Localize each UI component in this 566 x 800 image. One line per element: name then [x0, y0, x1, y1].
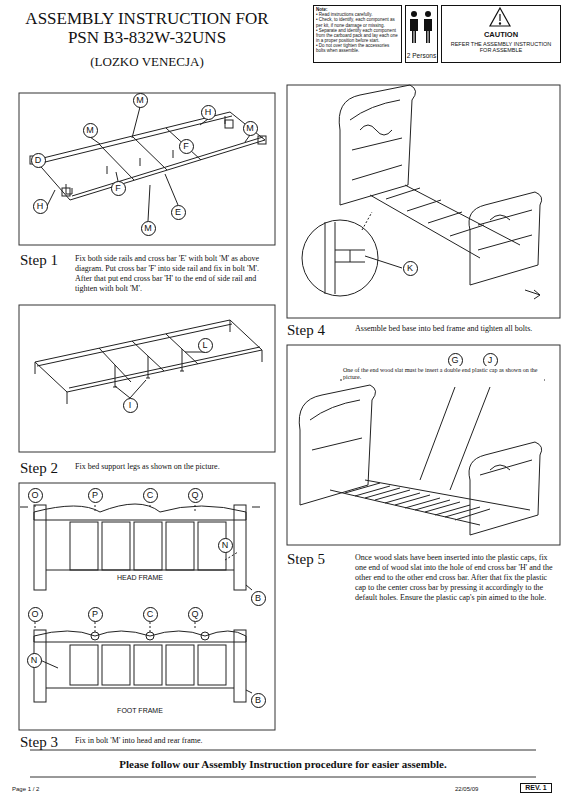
callout-text: F: [115, 184, 121, 193]
callout-letter: M: [243, 121, 258, 136]
caution-triangle: [490, 8, 510, 26]
callout-letter: O: [28, 488, 43, 503]
callout-letter: L: [198, 338, 213, 353]
label-text: (LOZKO VENECJA): [12, 54, 282, 70]
callout-letter: O: [28, 607, 43, 622]
step2-frame: [35, 320, 262, 404]
callout-text: C: [147, 610, 154, 619]
callout-letter: P: [88, 488, 103, 503]
person-icons: [410, 11, 432, 43]
callout-letter: I: [123, 398, 138, 413]
label-text: Fix in bolt 'M' into head and rear frame…: [75, 736, 273, 746]
callout-letter: F: [179, 139, 194, 154]
label-text: Page 1 / 2: [12, 786, 92, 793]
banner-box: Please follow our Assembly Instruction p…: [30, 752, 536, 776]
callout-text: B: [255, 594, 261, 603]
callout-letter: P: [88, 607, 103, 622]
callout-text: O: [31, 610, 38, 619]
callout-letter: E: [171, 205, 186, 220]
step5-bed: [299, 380, 545, 535]
panel-frames: [19, 85, 560, 777]
callout-letter: M: [133, 93, 148, 108]
label-text: Fix both side rails and cross bar 'E' wi…: [75, 254, 273, 294]
step-heading: Step 1: [20, 251, 75, 269]
box-text: • Read instructions carefully.: [314, 12, 401, 17]
callout-letter: N: [27, 653, 42, 668]
label-text: HEAD FRAME: [85, 574, 195, 582]
step1-frame: [30, 107, 266, 221]
callout-text: N: [31, 656, 38, 665]
step-heading: Step 3: [20, 733, 75, 751]
callout-text: P: [92, 491, 98, 500]
callout-text: F: [183, 142, 189, 151]
persons-box: 2 Persons: [405, 5, 438, 63]
box-text: • Do not over tighten the accessories bo…: [314, 43, 401, 53]
callout-letter: M: [83, 123, 98, 138]
label-text: Fix bed support legs as shown on the pic…: [75, 462, 273, 472]
box-text: Note:: [314, 6, 401, 12]
callout-letter: B: [251, 693, 266, 708]
callout-text: B: [255, 696, 261, 705]
callout-text: D: [35, 156, 42, 165]
callout-text: H: [37, 202, 44, 211]
callout-text: C: [147, 491, 154, 500]
label-text: 22/05/09: [455, 786, 500, 793]
callout-text: M: [136, 96, 144, 105]
callout-text: M: [246, 124, 254, 133]
callout-text: H: [205, 108, 212, 117]
callout-letter: Q: [188, 488, 203, 503]
callout-text: I: [129, 401, 132, 410]
callout-text: J: [488, 356, 493, 365]
callout-text: L: [202, 341, 207, 350]
callout-letter: H: [201, 105, 216, 120]
step-heading: Step 5: [287, 550, 352, 568]
callout-letter: C: [143, 607, 158, 622]
callout-text: Q: [191, 491, 198, 500]
callout-letter: F: [111, 181, 126, 196]
head-frame: [20, 504, 260, 590]
title: ASSEMBLY INSTRUCTION FOR PSN B3-832W-32U…: [12, 10, 282, 47]
callout-text: E: [175, 208, 181, 217]
label-text: One of the end wood slat must be insert …: [342, 366, 544, 382]
callout-letter: H: [33, 199, 48, 214]
callout-letter: K: [403, 261, 418, 276]
step4-bed: [302, 85, 542, 299]
label-text: REV. 1: [520, 783, 552, 793]
box-text: 2 Persons: [406, 52, 437, 59]
foot-frame: [34, 622, 252, 702]
box-text: • Separate and identify each component f…: [314, 28, 401, 44]
callout-text: Q: [191, 610, 198, 619]
box-text: • Check, to identify, each component as …: [314, 17, 401, 27]
callout-letter: Q: [188, 607, 203, 622]
box-text: Please follow our Assembly Instruction p…: [119, 758, 446, 770]
note-box: Note:• Read instructions carefully.• Che…: [313, 5, 402, 63]
step-heading: Step 4: [287, 321, 352, 339]
callout-text: G: [451, 356, 458, 365]
callout-letter: C: [143, 488, 158, 503]
callout-text: N: [222, 541, 229, 550]
label-text: Assemble bed base into bed frame and tig…: [355, 324, 555, 334]
callout-letter: M: [141, 221, 156, 236]
label-text: Once wood slats have been inserted into …: [355, 553, 558, 603]
callout-text: O: [31, 491, 38, 500]
step-heading: Step 2: [20, 459, 75, 477]
box-text: CAUTION: [442, 30, 560, 39]
callout-text: M: [86, 126, 94, 135]
callout-letter: N: [218, 538, 233, 553]
box-text: REFER THE ASSEMBLY INSTRUCTION FOR ASSEM…: [442, 41, 560, 54]
callout-text: M: [144, 224, 152, 233]
caution-box: CAUTION REFER THE ASSEMBLY INSTRUCTION FO…: [441, 5, 561, 63]
label-text: FOOT FRAME: [85, 707, 195, 715]
callout-letter: D: [31, 153, 46, 168]
callout-text: P: [92, 610, 98, 619]
callout-letter: B: [251, 591, 266, 606]
callout-text: K: [407, 264, 413, 273]
